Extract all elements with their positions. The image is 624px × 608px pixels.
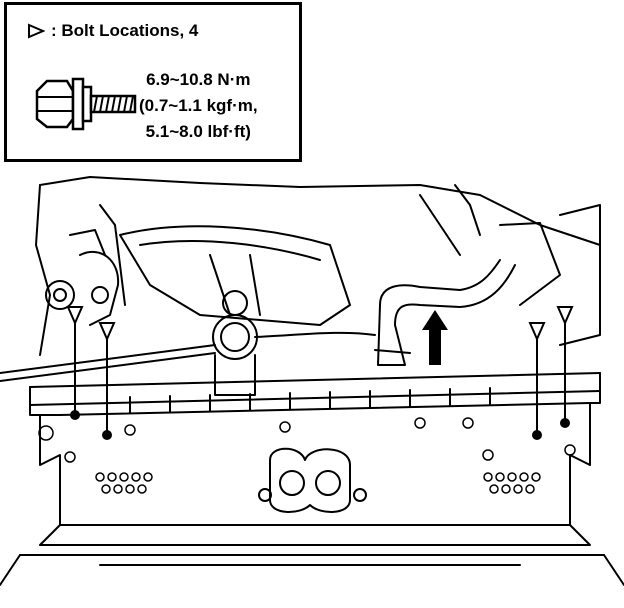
wire-harness — [0, 331, 376, 382]
flange-bolt-icon — [35, 77, 137, 131]
center-opening — [258, 447, 367, 513]
bolt-marker-3 — [528, 322, 546, 440]
engine-bay-diagram — [0, 176, 624, 586]
left-components — [45, 204, 126, 326]
engine-block — [35, 176, 601, 356]
legend-box: : Bolt Locations, 4 6.9~10.8 N·m (0.7~1.… — [4, 2, 302, 162]
up-arrow-icon — [422, 310, 448, 365]
legend-title: : Bolt Locations, 4 — [27, 21, 198, 41]
triangle-marker-icon — [28, 23, 45, 39]
torque-spec: 6.9~10.8 N·m (0.7~1.1 kgf·m, 5.1~8.0 lbf… — [139, 67, 258, 145]
thermostat-housing — [212, 290, 258, 396]
bolt-markers — [66, 306, 574, 440]
bolt-marker-1 — [66, 306, 84, 420]
torque-lbf: 5.1~8.0 lbf·ft) — [145, 122, 251, 141]
lower-shield — [0, 402, 624, 586]
mounting-holes — [38, 417, 576, 463]
radiator-support — [29, 372, 601, 416]
bolt-marker-2 — [98, 322, 116, 440]
vent-holes-right — [483, 472, 541, 494]
vent-holes-left — [95, 472, 153, 494]
torque-nm: 6.9~10.8 N·m — [146, 70, 251, 89]
torque-kgf: (0.7~1.1 kgf·m, — [139, 96, 258, 115]
bolt-marker-4 — [556, 306, 574, 428]
upper-radiator-hose — [374, 259, 516, 366]
legend-title-text: : Bolt Locations, 4 — [51, 21, 199, 40]
